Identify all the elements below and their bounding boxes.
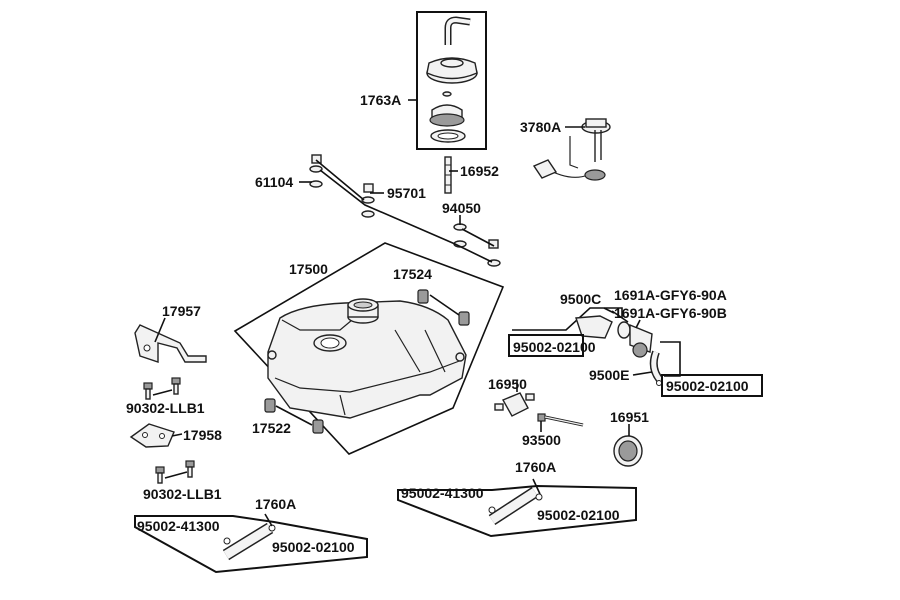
fuel-tank bbox=[267, 298, 467, 419]
fuel-tank-callout bbox=[233, 242, 505, 455]
label-17957: 17957 bbox=[162, 303, 201, 319]
hose-assembly-left-frame bbox=[134, 515, 368, 574]
hose-assembly-left bbox=[222, 513, 276, 561]
label-95701: 95701 bbox=[387, 185, 426, 201]
label-17958: 17958 bbox=[183, 427, 222, 443]
vacuum-valve bbox=[494, 380, 535, 417]
stud-bolt bbox=[444, 156, 452, 194]
label-90302-llb1-bottom: 90302-LLB1 bbox=[143, 486, 222, 502]
label-17524: 17524 bbox=[393, 266, 432, 282]
bolts-90302-top bbox=[143, 377, 181, 400]
filler-cap-16951 bbox=[613, 424, 643, 467]
label-16952: 16952 bbox=[460, 163, 499, 179]
label-1760a-right: 1760A bbox=[515, 459, 556, 475]
fuel-tap-group bbox=[512, 307, 681, 386]
label-94050: 94050 bbox=[442, 200, 481, 216]
label-95002-02100-a: 95002-02100 bbox=[513, 339, 596, 355]
label-1760a-left: 1760A bbox=[255, 496, 296, 512]
fuel-cap-assembly bbox=[426, 16, 478, 143]
label-95002-02100-b: 95002-02100 bbox=[666, 378, 749, 394]
label-93500: 93500 bbox=[522, 432, 561, 448]
mounting-bolts bbox=[309, 154, 501, 267]
label-9500e: 9500E bbox=[589, 367, 629, 383]
label-1691a-gfy6-90b: 1691A-GFY6-90B bbox=[614, 305, 727, 321]
label-95002-41300-right: 95002-41300 bbox=[401, 485, 484, 501]
label-1763a: 1763A bbox=[360, 92, 401, 108]
hose-assembly-right-frame bbox=[397, 484, 637, 538]
fuel-cap-assembly-frame bbox=[416, 11, 487, 150]
leader-lines bbox=[299, 99, 653, 376]
label-17522: 17522 bbox=[252, 420, 291, 436]
fuel-sender-unit bbox=[532, 118, 611, 181]
hose-clip-box-a bbox=[508, 334, 584, 357]
label-16950: 16950 bbox=[488, 376, 527, 392]
label-9500c: 9500C bbox=[560, 291, 601, 307]
hose-clip-box-b bbox=[661, 374, 763, 397]
tank-bracket bbox=[134, 317, 207, 363]
bracket-plate bbox=[129, 423, 183, 448]
hose-assembly-right bbox=[488, 478, 543, 526]
bolt-93500 bbox=[537, 413, 584, 432]
label-95002-41300-left: 95002-41300 bbox=[137, 518, 220, 534]
rubber-mounts bbox=[264, 289, 470, 434]
label-17500: 17500 bbox=[289, 261, 328, 277]
label-16951: 16951 bbox=[610, 409, 649, 425]
label-95002-02100-d: 95002-02100 bbox=[272, 539, 355, 555]
label-1691a-gfy6-90a: 1691A-GFY6-90A bbox=[614, 287, 727, 303]
label-61104: 61104 bbox=[255, 174, 293, 190]
label-3780a: 3780A bbox=[520, 119, 561, 135]
label-90302-llb1-top: 90302-LLB1 bbox=[126, 400, 205, 416]
bolts-90302-bottom bbox=[155, 460, 195, 484]
label-95002-02100-c: 95002-02100 bbox=[537, 507, 620, 523]
